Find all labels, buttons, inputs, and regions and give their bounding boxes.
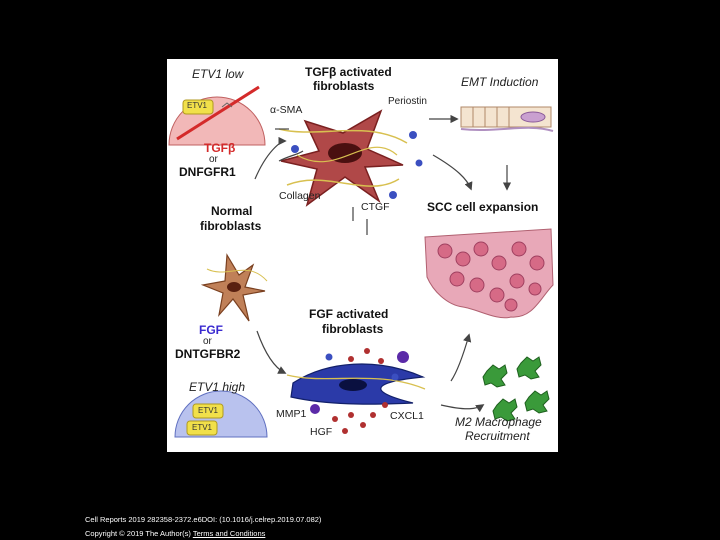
periostin-label: Periostin	[388, 96, 427, 107]
hgf-label: HGF	[310, 426, 333, 438]
cxcl1-label: CXCL1	[390, 410, 424, 422]
normal-fibroblast	[200, 253, 268, 322]
fgf-fibroblast	[286, 348, 426, 434]
scc-tumor	[424, 228, 554, 319]
mmp1-label: MMP1	[276, 408, 307, 420]
normal-label: Normal	[211, 204, 253, 218]
alpha-sma-label: α-SMA	[270, 104, 303, 116]
terms-link[interactable]: Terms and Conditions	[192, 529, 266, 538]
emt-epithelium	[460, 106, 554, 132]
fgf-label: FGF	[199, 323, 223, 337]
dntgfbr2-label: DNTGFBR2	[175, 347, 241, 361]
copyright-line: Copyright © 2019 The Author(s) Terms and…	[85, 529, 265, 538]
scc-expansion-label: SCC cell expansion	[427, 200, 539, 214]
m2-macrophages	[482, 356, 550, 422]
recruitment-label: Recruitment	[465, 429, 530, 443]
or-label-top: or	[209, 154, 218, 165]
tgfb-activated-label: TGFβ activated	[305, 65, 392, 79]
etv1-gene-low: ETV1	[187, 101, 208, 110]
etv1-low-label: ETV1 low	[192, 67, 244, 81]
etv1-high-cell	[174, 390, 268, 438]
etv1-gene-high-1: ETV1	[198, 406, 219, 415]
etv1-high-label: ETV1 high	[189, 380, 246, 394]
flow-arrows	[254, 114, 512, 413]
etv1-gene-high-2: ETV1	[192, 423, 213, 432]
tgfb-label: TGFβ	[204, 141, 236, 155]
collagen-label: Collagen	[279, 190, 321, 202]
citation-text: Cell Reports 2019 282358-2372.e6DOI: (10…	[85, 515, 322, 524]
normal-fibroblasts-label: fibroblasts	[200, 219, 262, 233]
ctgf-label: CTGF	[361, 201, 390, 213]
m2-macrophage-label: M2 Macrophage	[455, 415, 542, 429]
figure-graphics	[168, 85, 554, 438]
fgf-fibroblasts-label: fibroblasts	[322, 322, 384, 336]
emt-induction-label: EMT Induction	[461, 75, 539, 89]
tgfb-fibroblasts-label: fibroblasts	[313, 79, 375, 93]
copyright-text: Copyright © 2019 The Author(s)	[85, 529, 191, 538]
or-label-bottom: or	[203, 336, 212, 347]
etv1-low-cell	[168, 85, 266, 146]
dnfgfr1-label: DNFGFR1	[179, 165, 236, 179]
tgfb-fibroblast	[278, 109, 423, 207]
fgf-activated-label: FGF activated	[309, 307, 389, 321]
figure-panel: ETV1 low TGFβ activated fibroblasts EMT …	[167, 59, 558, 452]
